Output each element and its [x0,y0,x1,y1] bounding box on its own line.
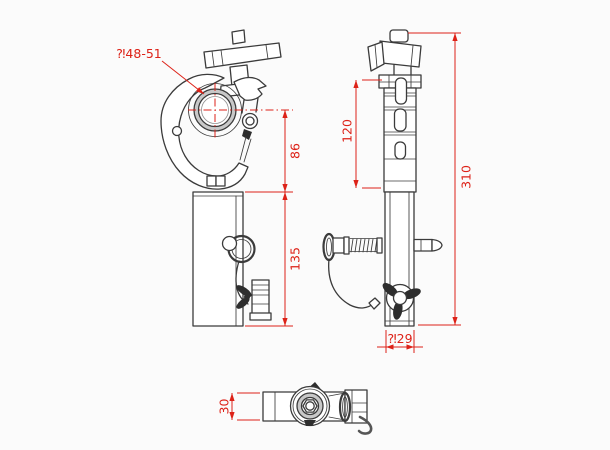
dim-label-135: 135 [287,247,302,271]
side-knob [367,29,422,77]
dim-spigot-diameter: ⁈29 [377,330,423,353]
dim-body-depth: 30 [216,392,260,421]
front-latch [206,175,226,187]
top-pull-ring [328,391,373,435]
dim-label-29: ⁈29 [387,331,412,346]
dim-clamp-section: 120 [339,79,382,189]
top-lanyard-wire [357,415,373,435]
top-knob-hub [289,382,331,427]
front-upper-jaw [233,76,267,163]
side-spring-pin [322,232,443,310]
front-pin-assembly [236,279,272,321]
dim-label-86: 86 [287,143,302,159]
dim-label-clamp-diameter: ⁈48-51 [116,46,161,61]
dimension-annotations: ⁈48-51 86 135 120 [116,32,473,421]
dim-overall-height: 310 [408,32,473,326]
dim-clamp-diameter: ⁈48-51 [116,46,205,95]
side-view [322,29,443,327]
top-view [262,382,373,435]
front-body [192,191,244,327]
dim-label-310: 310 [458,165,473,189]
dim-label-120: 120 [339,119,354,143]
side-star-knob [382,282,421,320]
dim-center-to-body: 86 135 [245,110,302,327]
front-view [160,29,282,327]
dim-label-30: 30 [216,399,231,415]
side-clamp-column [378,74,422,193]
top-pin-block [344,389,368,424]
front-hole [171,125,183,137]
